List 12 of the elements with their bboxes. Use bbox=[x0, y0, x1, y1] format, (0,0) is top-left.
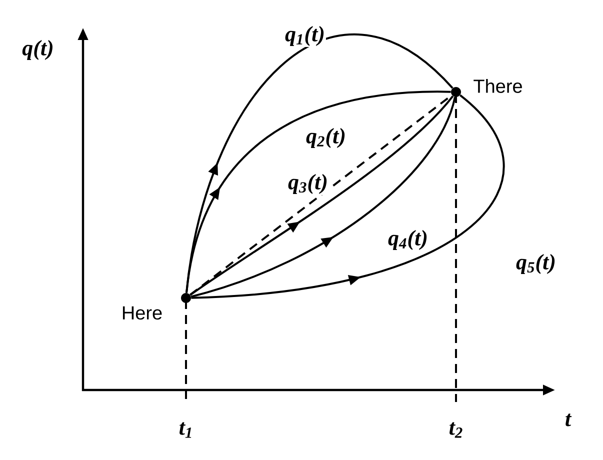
edge-label: q$_{4}$(t) bbox=[387, 229, 429, 251]
path-curve bbox=[191, 94, 504, 299]
point-label: Here bbox=[122, 306, 162, 320]
axis-label: q(t) bbox=[22, 40, 52, 60]
edge-label: q$_{1}$(t) bbox=[284, 25, 326, 47]
edge-label: q$_{2}$(t) bbox=[305, 127, 347, 149]
edge-label: q$_{5}$(t) bbox=[515, 253, 557, 275]
tick-label: t$_{2}$ bbox=[450, 422, 462, 438]
point-label: There bbox=[474, 79, 522, 93]
axis-label: t bbox=[566, 414, 572, 426]
edge-label: q$_{3}$(t) bbox=[287, 173, 329, 195]
tick-label: t$_{1}$ bbox=[180, 422, 192, 438]
